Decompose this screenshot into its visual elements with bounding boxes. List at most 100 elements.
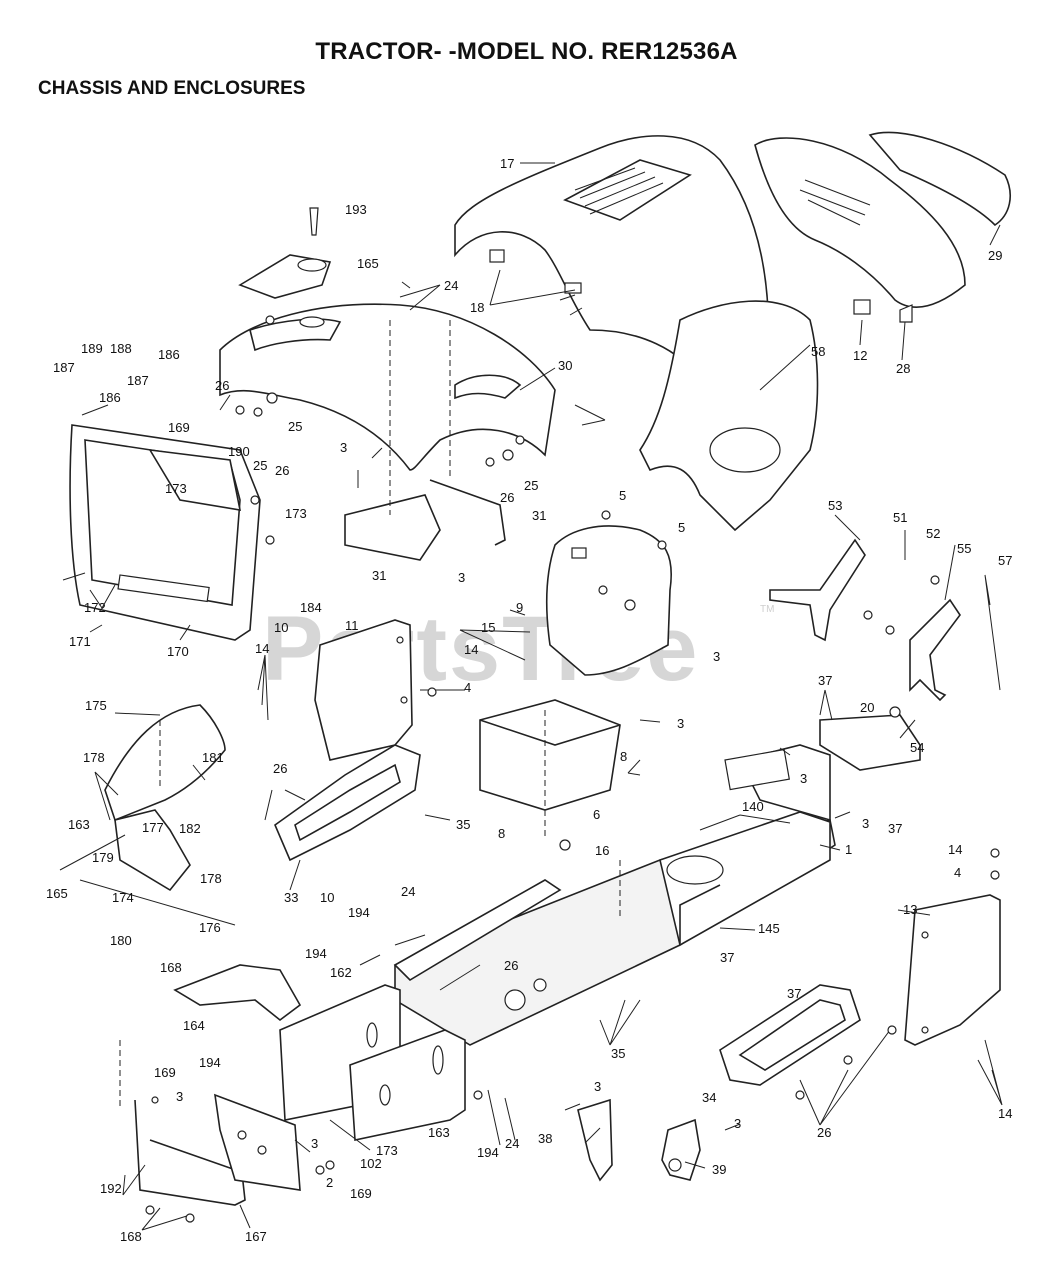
callout-label: 186 bbox=[158, 347, 180, 362]
callout-label: 25 bbox=[288, 419, 302, 434]
callout-label: 38 bbox=[538, 1131, 552, 1146]
callout-label: 1 bbox=[845, 842, 852, 857]
callout-label: 26 bbox=[275, 463, 289, 478]
callout-label: 194 bbox=[477, 1145, 499, 1160]
callout-label: 163 bbox=[68, 817, 90, 832]
front-panel-part bbox=[69, 424, 261, 641]
callout-label: 194 bbox=[348, 905, 370, 920]
callout-label: 172 bbox=[84, 600, 106, 615]
callout-label: 10 bbox=[274, 620, 288, 635]
callout-label: 4 bbox=[954, 865, 961, 880]
callout-label: 173 bbox=[165, 481, 187, 496]
battery-tray-part bbox=[479, 699, 621, 811]
callout-label: 3 bbox=[677, 716, 684, 731]
callout-label: 26 bbox=[817, 1125, 831, 1140]
callout-label: 54 bbox=[910, 740, 924, 755]
footrest-left-part bbox=[274, 744, 421, 862]
callout-label: 3 bbox=[800, 771, 807, 786]
callout-label: 26 bbox=[273, 761, 287, 776]
callout-label: 29 bbox=[988, 248, 1002, 263]
callout-label: 192 bbox=[100, 1181, 122, 1196]
callout-label: 53 bbox=[828, 498, 842, 513]
callout-label: 39 bbox=[712, 1162, 726, 1177]
callout-label: 163 bbox=[428, 1125, 450, 1140]
side-panel-right-part bbox=[904, 894, 1001, 1046]
callout-label: 5 bbox=[678, 520, 685, 535]
callout-label: 51 bbox=[893, 510, 907, 525]
callout-label: 28 bbox=[896, 361, 910, 376]
callout-label: 178 bbox=[200, 871, 222, 886]
bracket-39-part bbox=[661, 1118, 701, 1181]
callout-label: 35 bbox=[456, 817, 470, 832]
firewall-bracket-part bbox=[545, 525, 672, 676]
bumper-part bbox=[134, 1093, 301, 1206]
callout-label: 20 bbox=[860, 700, 874, 715]
callout-label: 168 bbox=[160, 960, 182, 975]
callout-label: 35 bbox=[611, 1046, 625, 1061]
callout-label: 169 bbox=[350, 1186, 372, 1201]
callout-label: 18 bbox=[470, 300, 484, 315]
footrest-right-part bbox=[719, 984, 861, 1086]
hardware-fasteners bbox=[62, 281, 1000, 1223]
callout-label: 169 bbox=[168, 420, 190, 435]
cupholder-part bbox=[238, 207, 332, 299]
callout-label: 177 bbox=[142, 820, 164, 835]
callout-label: 31 bbox=[372, 568, 386, 583]
callout-label: 171 bbox=[69, 634, 91, 649]
callout-label: 3 bbox=[713, 649, 720, 664]
callout-label: 180 bbox=[110, 933, 132, 948]
callout-label: 193 bbox=[345, 202, 367, 217]
callout-label: 2 bbox=[326, 1175, 333, 1190]
callout-label: 173 bbox=[285, 506, 307, 521]
grille-part bbox=[754, 131, 1011, 323]
callout-label: 37 bbox=[787, 986, 801, 1001]
callout-label: 167 bbox=[245, 1229, 267, 1244]
callout-label: 37 bbox=[888, 821, 902, 836]
callout-label: 55 bbox=[957, 541, 971, 556]
callout-label: 52 bbox=[926, 526, 940, 541]
callout-label: 178 bbox=[83, 750, 105, 765]
callout-label: 184 bbox=[300, 600, 322, 615]
bracket-38-part bbox=[577, 1098, 613, 1182]
callout-label: 176 bbox=[199, 920, 221, 935]
callout-label: 165 bbox=[46, 886, 68, 901]
bracket-55-part bbox=[909, 598, 961, 702]
callout-label: 164 bbox=[183, 1018, 205, 1033]
steering-console-part bbox=[59, 704, 236, 926]
callout-label: 16 bbox=[595, 843, 609, 858]
watermark-tm: TM bbox=[760, 604, 774, 615]
callout-label: 31 bbox=[532, 508, 546, 523]
hood-support-part bbox=[173, 964, 302, 1022]
callout-label: 3 bbox=[311, 1136, 318, 1151]
callout-label: 26 bbox=[500, 490, 514, 505]
callout-label: 182 bbox=[179, 821, 201, 836]
callout-label: 187 bbox=[53, 360, 75, 375]
callout-label: 169 bbox=[154, 1065, 176, 1080]
leader-lines bbox=[81, 162, 1003, 1231]
callout-label: 102 bbox=[360, 1156, 382, 1171]
callout-label: 10 bbox=[320, 890, 334, 905]
callout-label: 17 bbox=[500, 156, 514, 171]
callout-label: 3 bbox=[862, 816, 869, 831]
callout-label: 14 bbox=[255, 641, 269, 656]
callout-label: 57 bbox=[998, 553, 1012, 568]
callout-label: 3 bbox=[340, 440, 347, 455]
callout-label: 11 bbox=[345, 618, 359, 633]
callout-label: 187 bbox=[127, 373, 149, 388]
callout-label: 30 bbox=[558, 358, 572, 373]
front-frame-plate-part bbox=[279, 984, 466, 1141]
callout-label: 179 bbox=[92, 850, 114, 865]
callout-label: 14 bbox=[948, 842, 962, 857]
callout-label: 26 bbox=[215, 378, 229, 393]
callout-label: 189 bbox=[81, 341, 103, 356]
callout-label: 25 bbox=[253, 458, 267, 473]
bracket-20-part bbox=[819, 714, 921, 771]
callout-label: 8 bbox=[620, 749, 627, 764]
callout-label: 8 bbox=[498, 826, 505, 841]
callout-label: 194 bbox=[305, 946, 327, 961]
callout-label: 3 bbox=[594, 1079, 601, 1094]
callout-label: 186 bbox=[99, 390, 121, 405]
callout-label: 24 bbox=[401, 884, 415, 899]
callout-label: 3 bbox=[176, 1089, 183, 1104]
